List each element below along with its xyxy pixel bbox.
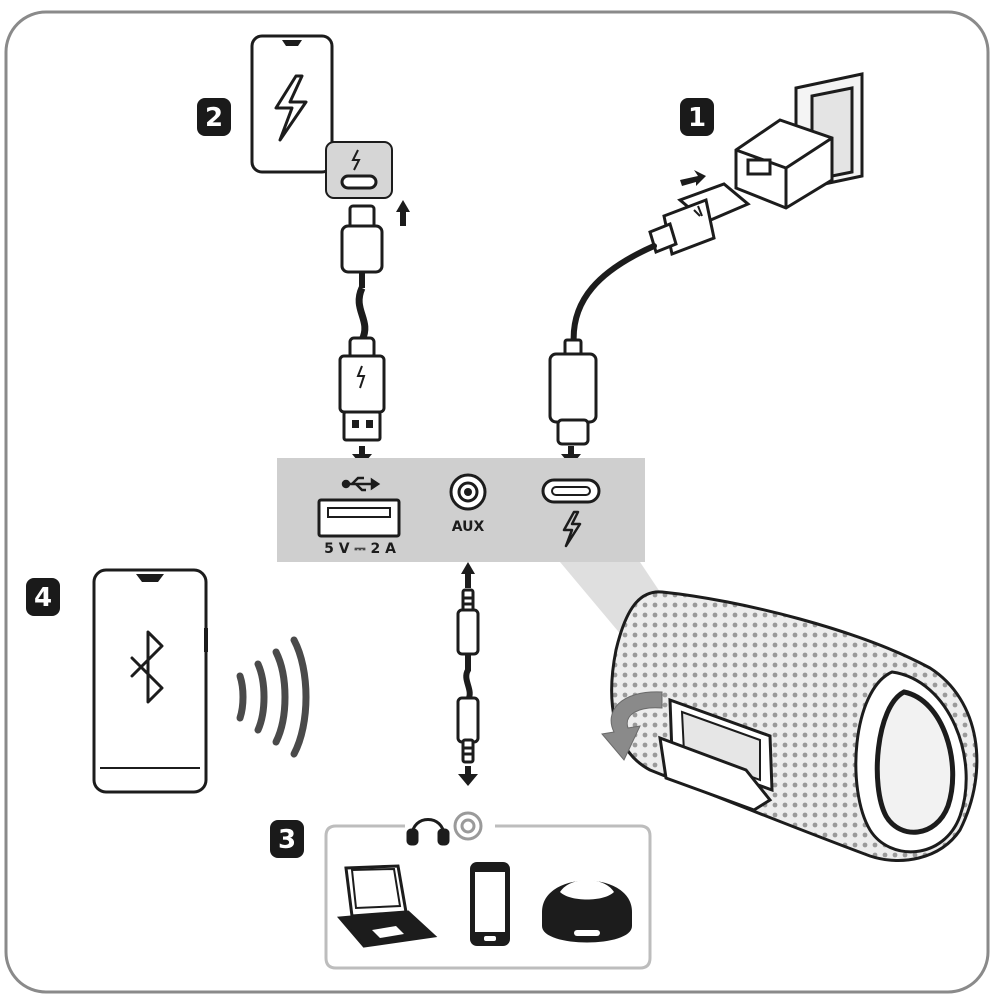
port-panel: 5 V ⎓ 2 A AUX xyxy=(277,458,645,562)
usb-c-port xyxy=(541,478,601,504)
aux-port xyxy=(449,473,487,511)
music-player-icon xyxy=(542,880,632,943)
headphones-icon xyxy=(406,818,450,846)
step-4-badge xyxy=(26,578,60,616)
step-2-number: 2 xyxy=(205,103,223,133)
step-1-number: 1 xyxy=(688,103,706,133)
charging-bolt-icon xyxy=(562,510,582,548)
up-arrow-icon xyxy=(396,200,410,226)
insert-arrow-icon xyxy=(680,170,706,186)
usb-a-port xyxy=(317,498,401,538)
step-1-badge xyxy=(680,98,714,136)
usb-symbol-icon xyxy=(341,476,381,492)
usb-c-plug-icon xyxy=(548,338,598,446)
charger-cable xyxy=(570,243,657,349)
step-1-group: 1 xyxy=(680,98,714,136)
aux-label: AUX xyxy=(452,519,485,535)
step-2-badge xyxy=(197,98,231,136)
step-4-group: 4 xyxy=(26,578,60,616)
laptop-icon xyxy=(336,864,438,948)
aux-devices-box xyxy=(324,824,652,970)
usb-rating-label: 5 V ⎓ 2 A xyxy=(324,541,396,557)
step-3-badge xyxy=(270,820,304,858)
bluetooth-symbol-icon xyxy=(130,630,164,704)
open-flap-arrow-icon xyxy=(601,691,663,761)
usb-a-plug-icon xyxy=(648,182,751,257)
step-3-group: 3 xyxy=(270,820,304,858)
aux-up-arrow-icon xyxy=(461,562,475,588)
speaker-illustration xyxy=(610,590,979,862)
wall-charger-icon xyxy=(734,72,864,210)
bluetooth-phone-icon xyxy=(92,568,208,794)
aux-cable-icon xyxy=(456,588,480,764)
wireless-waves-icon xyxy=(236,636,310,758)
charging-phone-icon xyxy=(250,34,393,199)
step-2-group: 2 xyxy=(197,98,231,136)
aux-jack-icon xyxy=(453,811,483,841)
smartphone-icon xyxy=(470,862,510,946)
usb-c-to-usb-a-cable-icon xyxy=(338,204,386,442)
aux-down-arrow-icon xyxy=(458,766,478,786)
step-4-number: 4 xyxy=(34,583,52,613)
step-3-number: 3 xyxy=(278,825,296,855)
